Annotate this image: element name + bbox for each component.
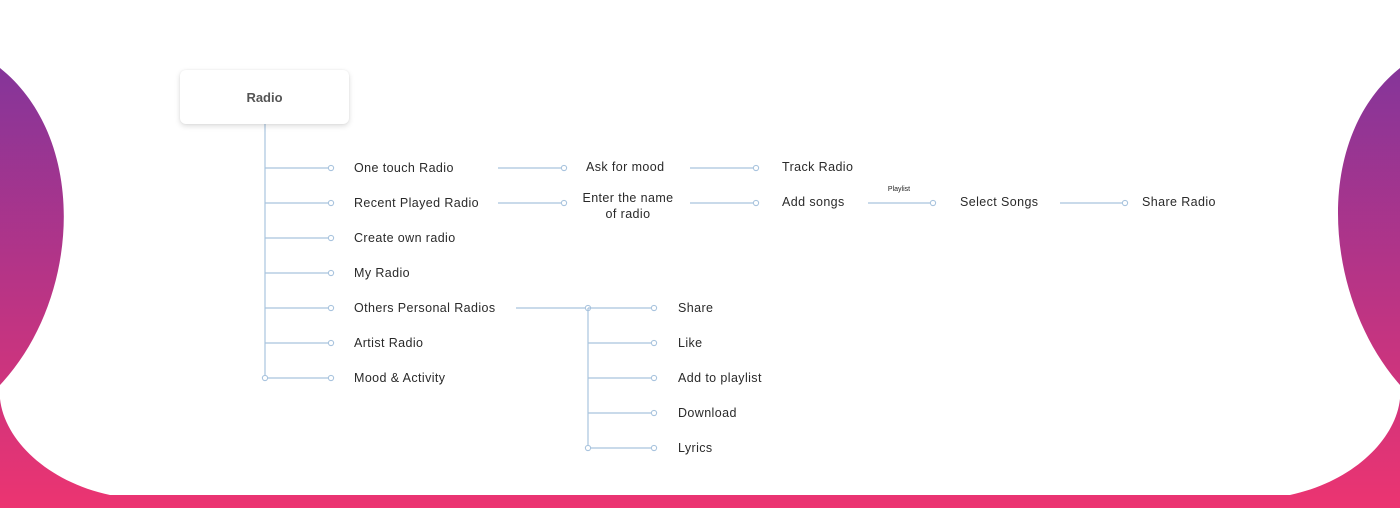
node-enter-radio-name-line1: Enter the name [582,191,674,205]
branch-end-dot [327,304,335,312]
branch-end-dot [327,339,335,347]
node-create-own-radio[interactable]: Create own radio [354,231,456,245]
recent-chain-dot [1121,199,1129,207]
action-branch-dot [650,409,658,417]
branch-end-dot [327,374,335,382]
white-content-area [0,0,1400,495]
node-my-radio[interactable]: My Radio [354,266,410,280]
action-branch-dot [650,374,658,382]
node-like[interactable]: Like [678,336,703,350]
mood-chain-dot [560,164,568,172]
node-download[interactable]: Download [678,406,737,420]
action-branch-dot [650,304,658,312]
mood-chain-dot [752,164,760,172]
node-enter-radio-name-line2: of radio [605,207,651,221]
node-mood-activity[interactable]: Mood & Activity [354,371,446,385]
branch-end-dot [327,164,335,172]
node-others-personal-radios[interactable]: Others Personal Radios [354,301,496,315]
branch-end-dot [327,269,335,277]
node-select-songs[interactable]: Select Songs [960,195,1039,209]
node-one-touch-radio[interactable]: One touch Radio [354,161,454,175]
action-branch-dot [650,339,658,347]
node-enter-radio-name[interactable]: Enter the name of radio [582,190,673,222]
node-ask-for-mood[interactable]: Ask for mood [586,160,665,174]
node-track-radio[interactable]: Track Radio [782,160,854,174]
node-add-songs[interactable]: Add songs [782,195,845,209]
node-artist-radio[interactable]: Artist Radio [354,336,424,350]
node-recent-played-radio[interactable]: Recent Played Radio [354,196,480,210]
root-node-radio[interactable]: Radio [180,70,349,124]
node-add-to-playlist[interactable]: Add to playlist [678,371,762,385]
recent-chain-dot [752,199,760,207]
connector-lines [261,124,1129,452]
trunk-end-dot [261,374,269,382]
recent-chain-dot [560,199,568,207]
root-node-label: Radio [246,89,283,105]
node-share-radio[interactable]: Share Radio [1142,195,1216,209]
action-branch-dot [650,444,658,452]
playlist-caption: Playlist [887,186,911,193]
recent-chain-dot [929,199,937,207]
node-lyrics[interactable]: Lyrics [678,441,713,455]
branch-end-dot [327,199,335,207]
branch-end-dot [327,234,335,242]
node-share[interactable]: Share [678,301,714,315]
others-trunk-end-dot [584,444,592,452]
